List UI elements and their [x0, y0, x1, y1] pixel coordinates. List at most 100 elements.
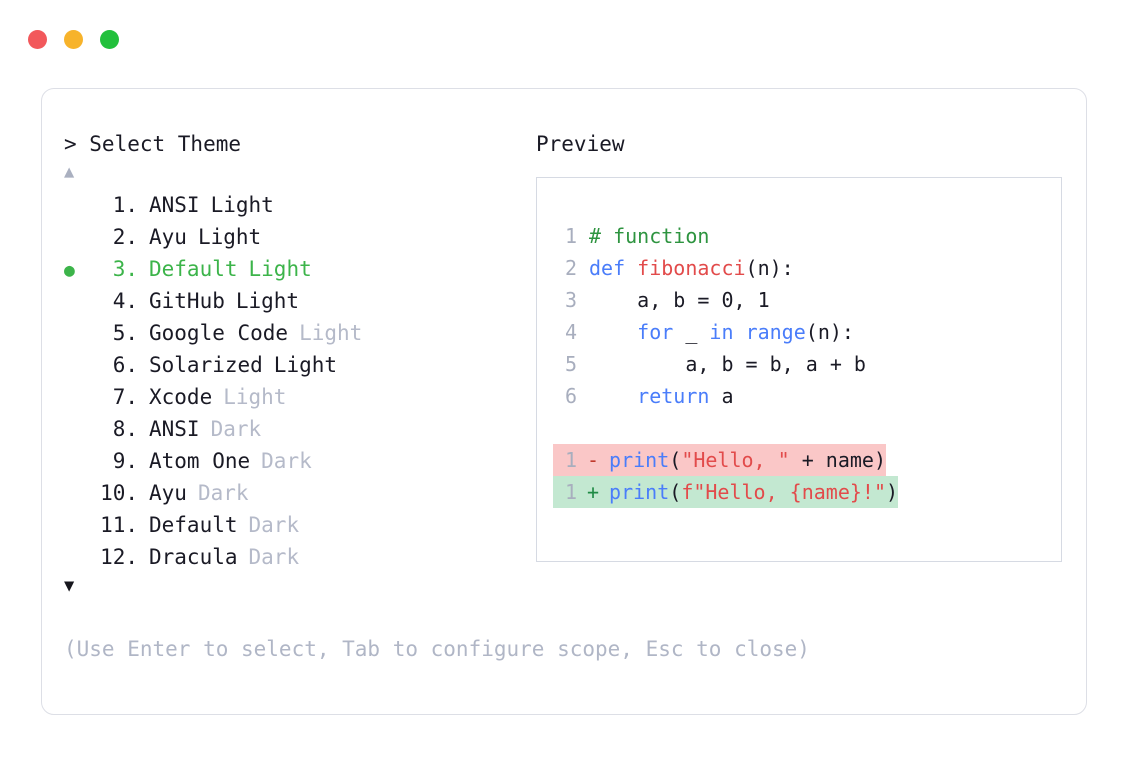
code-token-builtin: range — [745, 320, 806, 344]
window-titlebar — [0, 0, 1129, 78]
code-token-plain: (n): — [805, 320, 854, 344]
page-title: > Select Theme — [64, 132, 242, 156]
line-number: 5 — [564, 352, 577, 376]
code-token-keyword: return — [637, 384, 710, 408]
line-number: 1 — [564, 480, 577, 504]
bullet-placeholder — [64, 319, 90, 351]
code-token-plain: a, b = b, a + b — [589, 352, 866, 376]
code-line: 6 return a — [553, 380, 1061, 412]
theme-item-variant: Dark — [261, 449, 312, 473]
theme-item-index: 9. — [112, 449, 138, 473]
theme-item-index: 2. — [112, 225, 138, 249]
theme-item-name: Dracula — [149, 545, 238, 569]
theme-item-name: Solarized — [149, 353, 263, 377]
code-token-func: fibonacci — [637, 256, 746, 280]
diff-added-line: 1 + print(f"Hello, {name}!") — [553, 476, 899, 508]
theme-item-name: ANSI — [149, 193, 200, 217]
theme-list-item[interactable]: 12. Dracula Dark — [64, 541, 534, 573]
diff-minus-marker: - — [587, 448, 600, 472]
theme-item-name: Google Code — [149, 321, 289, 345]
line-number: 2 — [564, 256, 577, 280]
theme-item-index: 10. — [100, 481, 138, 505]
line-number: 1 — [564, 224, 577, 248]
code-token-plain — [589, 384, 637, 408]
theme-list-item[interactable]: 6. Solarized Light — [64, 349, 534, 381]
line-number: 4 — [564, 320, 577, 344]
code-token-comment: # function — [589, 224, 710, 248]
theme-item-variant: Dark — [248, 545, 300, 569]
bullet-placeholder — [64, 415, 90, 447]
theme-list-item[interactable]: 2. Ayu Light — [64, 221, 534, 253]
scroll-down-icon[interactable]: ▼ — [64, 576, 75, 596]
window-minimize-icon[interactable] — [64, 30, 83, 49]
bullet-placeholder — [64, 511, 90, 543]
code-token-plain: + name) — [789, 448, 887, 472]
code-token-plain: ( — [669, 480, 682, 504]
code-token-builtin: print — [609, 448, 670, 472]
code-line: 4 for _ in range(n): — [553, 316, 1061, 348]
code-token-plain: ) — [886, 480, 899, 504]
theme-item-index: 11. — [100, 513, 138, 537]
bullet-placeholder — [64, 543, 90, 575]
bullet-placeholder — [64, 383, 90, 415]
code-line-text: for _ in range(n): — [589, 316, 854, 348]
keyboard-hint: (Use Enter to select, Tab to configure s… — [64, 637, 810, 661]
bullet-placeholder — [64, 223, 90, 255]
window-maximize-icon[interactable] — [100, 30, 119, 49]
selected-bullet-icon: ● — [64, 260, 75, 281]
theme-item-variant: Dark — [248, 513, 300, 537]
theme-list-item[interactable]: 9. Atom One Dark — [64, 445, 534, 477]
code-token-plain: _ — [673, 320, 710, 344]
code-token-plain: (n): — [745, 256, 794, 280]
line-number: 3 — [564, 288, 577, 312]
theme-item-name: Ayu — [149, 225, 187, 249]
diff-line-text: print(f"Hello, {name}!") — [609, 476, 898, 508]
scroll-up-icon[interactable]: ▲ — [64, 162, 75, 182]
diff-block: 1-print("Hello, " + name)1+print(f"Hello… — [553, 444, 1061, 508]
code-token-string: f"Hello, {name}!" — [681, 480, 887, 504]
theme-item-index: 4. — [112, 289, 138, 313]
code-token-plain: , — [733, 288, 758, 312]
theme-item-index: 6. — [112, 353, 138, 377]
diff-plus-marker: + — [587, 480, 600, 504]
bullet-placeholder — [64, 287, 90, 319]
diff-removed-line: 1-print("Hello, " + name) — [553, 444, 887, 476]
code-token-keyword: in — [709, 320, 734, 344]
theme-item-name: Atom One — [149, 449, 251, 473]
code-token-number: 0 — [721, 288, 734, 312]
theme-item-variant: Light — [299, 321, 363, 345]
theme-item-index: 12. — [100, 545, 138, 569]
theme-item-index: 5. — [112, 321, 138, 345]
code-line-text: def fibonacci(n): — [589, 252, 794, 284]
code-token-plain — [589, 320, 637, 344]
theme-item-index: 7. — [112, 385, 138, 409]
theme-item-name: GitHub — [149, 289, 225, 313]
code-token-keyword: for — [637, 320, 674, 344]
bullet-placeholder — [64, 191, 90, 223]
window-close-icon[interactable] — [28, 30, 47, 49]
theme-item-variant: Light — [273, 353, 338, 377]
code-line: 3 a, b = 0, 1 — [553, 284, 1061, 316]
theme-item-variant: Light — [197, 225, 262, 249]
theme-item-variant: Light — [223, 385, 287, 409]
theme-item-name: Default — [149, 257, 238, 281]
code-line: 5 a, b = b, a + b — [553, 348, 1061, 380]
code-token-plain: ( — [669, 448, 682, 472]
theme-list-item[interactable]: 5. Google Code Light — [64, 317, 534, 349]
code-line: 1 # function — [553, 220, 1061, 252]
code-line-text: a, b = 0, 1 — [589, 284, 769, 316]
theme-item-variant: Dark — [197, 481, 249, 505]
